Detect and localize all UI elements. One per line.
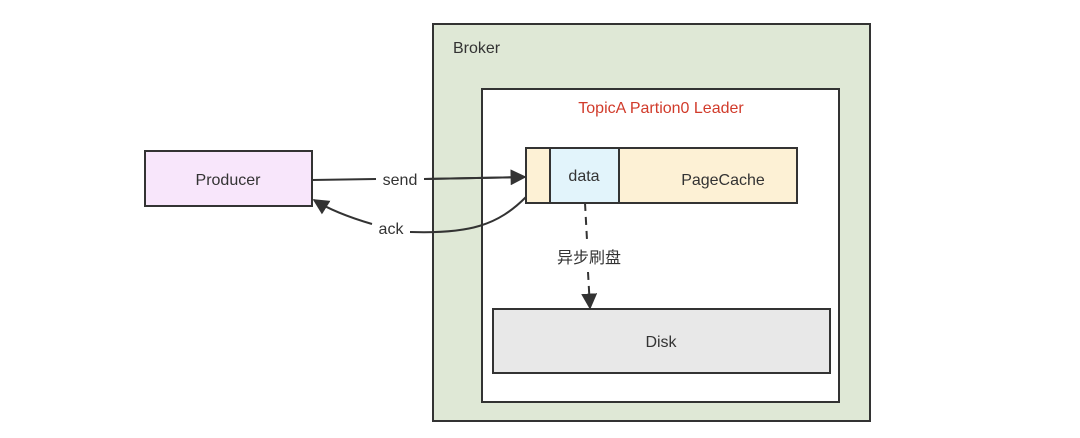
data-block: [549, 147, 620, 204]
data-label: data: [568, 168, 599, 185]
broker-label: Broker: [453, 40, 501, 57]
producer-box: [144, 150, 313, 207]
send-label: send: [383, 172, 418, 189]
flush-label: 异步刷盘: [557, 248, 621, 267]
partition-label: TopicA Partion0 Leader: [578, 100, 744, 117]
flush-arrow-upper: [584, 202, 588, 241]
ack-label: ack: [379, 221, 405, 238]
disk-label: Disk: [645, 334, 677, 351]
ack-arrow: [409, 196, 527, 234]
flush-arrow-lower: [581, 271, 598, 310]
pagecache-label: PageCache: [681, 172, 765, 189]
ack-arrow-head: [312, 199, 373, 225]
disk-box: [492, 308, 831, 374]
producer-label: Producer: [196, 172, 262, 189]
send-arrow-head: [423, 169, 527, 186]
